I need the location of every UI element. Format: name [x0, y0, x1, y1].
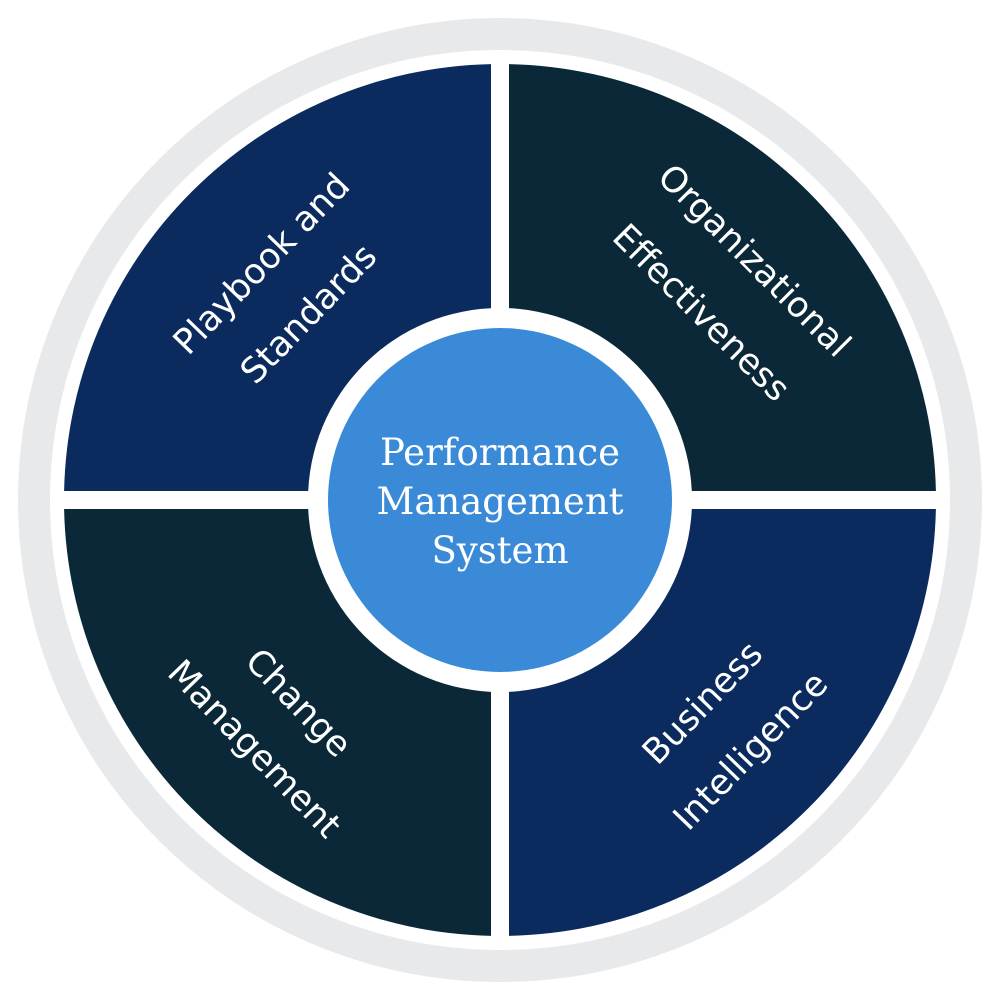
center-label-line-3: System — [431, 529, 568, 572]
center-label: Performance Management System — [376, 431, 623, 572]
center-label-line-1: Performance — [380, 431, 620, 474]
center-label-line-2: Management — [376, 480, 623, 523]
center-circle[interactable] — [328, 328, 672, 672]
outer-ring — [18, 18, 982, 982]
